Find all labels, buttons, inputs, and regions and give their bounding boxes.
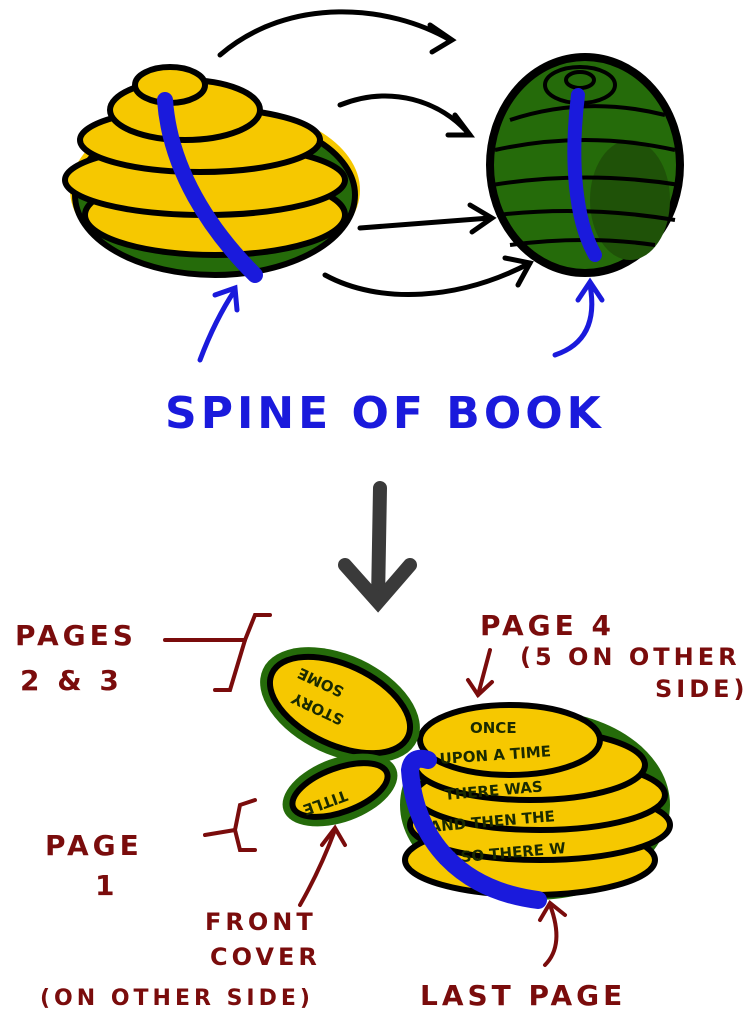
page-1-label: PAGE: [45, 829, 143, 862]
pages-2-3-label: PAGES: [15, 619, 137, 652]
page-text: ONCE: [470, 719, 517, 737]
front-cover-label: FRONT: [205, 908, 317, 936]
front-cover-label: COVER: [210, 943, 321, 971]
spine-pointer-arrows: [197, 277, 605, 363]
pages-2-3-label: 2 & 3: [20, 664, 123, 697]
spine-line: [157, 92, 263, 283]
down-arrow-icon: [338, 481, 417, 613]
page-4-label: (5 ON OTHER: [520, 643, 741, 671]
label-pointers: [163, 613, 567, 967]
crumpled-book: [62, 64, 360, 283]
spine-of-book-label: SPINE OF BOOK: [165, 388, 605, 439]
label-text-group: PAGES 2 & 3 PAGE 4 (5 ON OTHER SIDE) PAG…: [15, 609, 749, 1012]
page-1-label: 1: [95, 869, 118, 902]
unfolded-book: SOME STORY TITLE ONCE UPON A TIME THERE …: [260, 647, 673, 909]
ball-book: [486, 53, 684, 277]
transform-arrows: [217, 9, 534, 297]
last-page-label: LAST PAGE: [420, 979, 626, 1012]
spine-line: [400, 749, 547, 909]
front-cover-label: (ON OTHER SIDE): [40, 986, 314, 1011]
spine-line: [567, 88, 602, 262]
page-4-label: SIDE): [655, 675, 749, 703]
page-4-label: PAGE 4: [480, 609, 615, 642]
